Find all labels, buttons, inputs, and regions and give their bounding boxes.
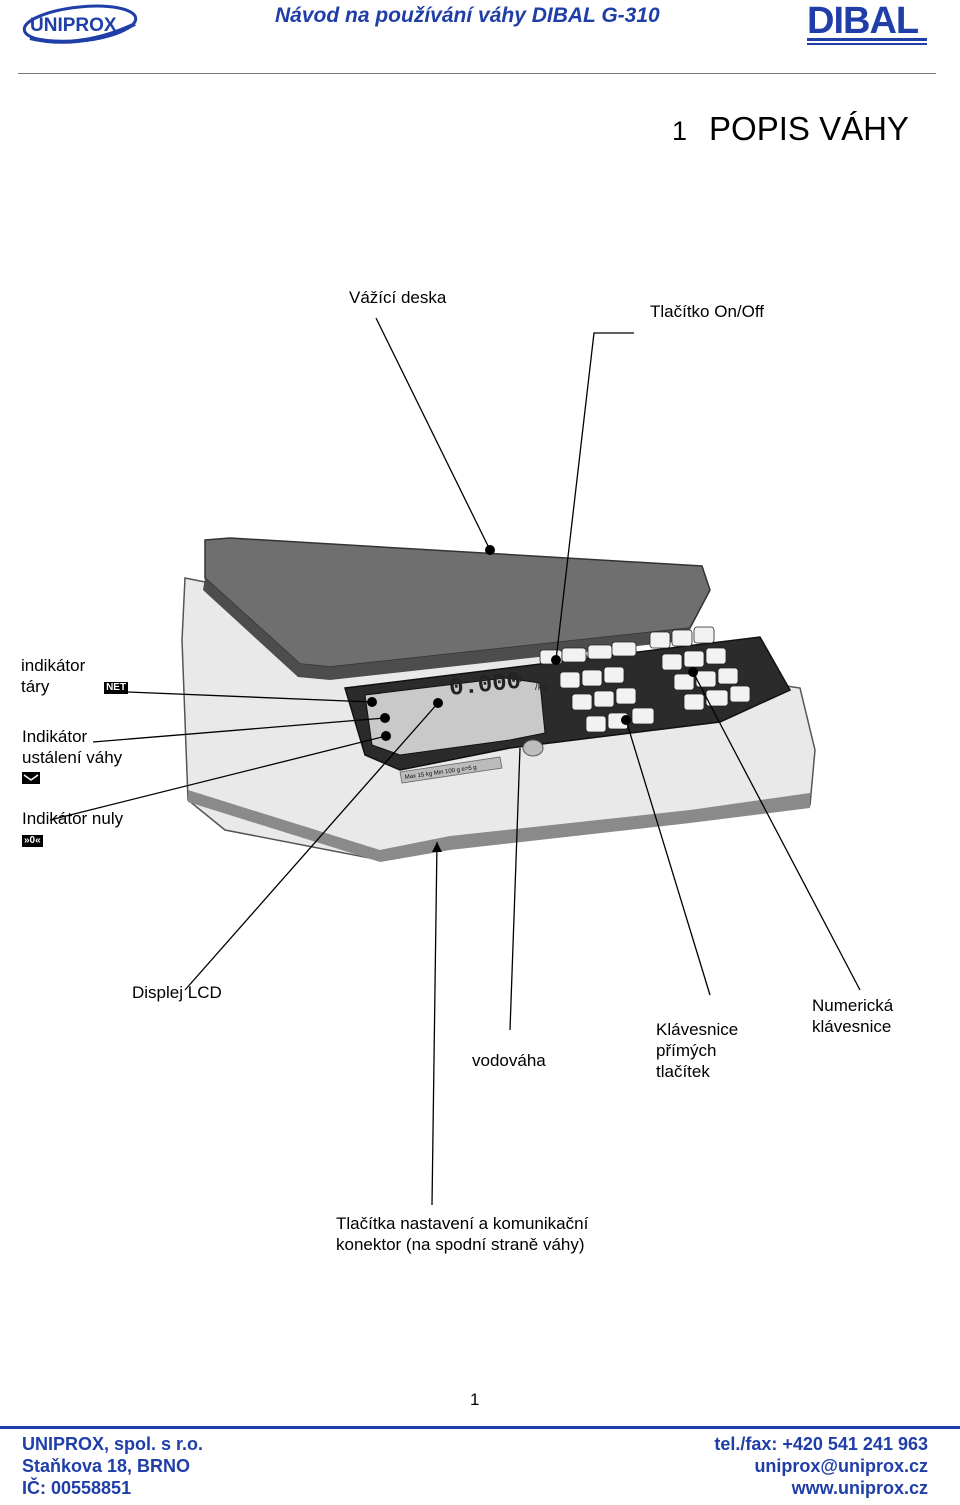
keypad [539,626,751,733]
label-lcd-display: Displej LCD [132,983,222,1002]
numeric-key-7 [649,631,671,649]
numeric-key-0 [683,693,705,711]
numeric-key-4 [661,653,683,671]
direct-key-4 [571,693,593,711]
numeric-key-6 [705,647,727,665]
label-direct-keys-line2: přímých [656,1041,717,1060]
leader-zero [49,735,387,821]
footer-phone: tel./fax: +420 541 241 963 [714,1434,928,1454]
zero-icon: »0« [22,834,43,847]
direct-key-9 [631,707,655,725]
label-direct-keys: Klávesnice přímých tlačítek [656,1019,738,1082]
dot-zero [381,731,391,741]
page-number: 1 [470,1390,480,1409]
label-stability-line2: ustálení váhy [22,748,123,767]
test-key [611,641,637,657]
stability-icon [22,772,40,784]
direct-key-3 [603,666,625,684]
plu-key [561,647,587,663]
label-spirit-level: vodováha [472,1051,546,1070]
leader-settings [431,841,438,1206]
section-number: 1 [672,116,688,146]
label-tare-line2: táry NET [21,676,129,697]
leader-direct-keys [625,719,711,996]
numeric-key-8 [671,629,693,647]
label-on-off-button: Tlačítko On/Off [650,302,765,321]
label-numeric-keys: Numerická klávesnice [812,995,893,1037]
label-numeric-keys-line1: Numerická [812,996,894,1015]
footer-left: UNIPROX, spol. s r.o. Staňkova 18, BRNO … [22,1433,203,1499]
leader-stability [92,717,386,743]
spirit-level-bubble [522,739,544,757]
label-tare-line1: indikátor [21,656,86,675]
label-weighing-plate: Vážící deska [349,288,447,307]
label-settings-connector: Tlačítka nastavení a komunikační konekto… [336,1213,588,1255]
numeric-key-5 [683,650,705,668]
leader-spirit-level [509,747,521,1031]
numeric-key-c [729,685,751,703]
document-title: Návod na používání váhy DIBAL G-310 [275,4,660,27]
direct-key-5 [593,690,615,708]
scale-base-shadow [188,790,810,862]
dot-direct-keys [621,715,631,725]
dot-weighing-plate [485,545,495,555]
label-stability-indicator: Indikátor ustálení váhy [22,726,122,789]
label-tare-text: táry [21,677,50,696]
numeric-key-9 [693,626,715,644]
header-rule [18,73,936,74]
label-numeric-keys-line2: klávesnice [812,1017,892,1036]
net-icon: NET [104,681,129,694]
footer-rule [0,1426,960,1429]
lcd-unit-per-kg: /kg [535,682,548,693]
leader-tare [127,691,373,703]
dot-numeric-keys [688,667,698,677]
label-direct-keys-line3: tlačítek [656,1062,710,1081]
leader-weighing-plate [375,317,491,551]
label-zero-text: Indikátor nuly [22,809,124,828]
lcd-unit-kg: kg [512,672,523,683]
numeric-key-1 [673,673,695,691]
label-stability-line1: Indikátor [22,727,88,746]
footer-ic: IČ: 00558851 [22,1478,132,1498]
numeric-key-3 [717,667,739,685]
label-zero-indicator: Indikátor nuly »0« [22,808,123,850]
footer-web[interactable]: www.uniprox.cz [791,1478,928,1498]
footer-right: tel./fax: +420 541 241 963 uniprox@unipr… [714,1433,928,1499]
rating-strip [399,756,503,784]
dot-tare [367,697,377,707]
arrow-settings [432,842,442,852]
leader-on-off [555,332,634,661]
leader-lcd [184,702,439,991]
direct-key-1 [559,671,581,689]
footer-company: UNIPROX, spol. s r.o. [22,1434,204,1454]
direct-key-2 [581,669,603,687]
footer-street: Staňkova 18, BRNO [22,1456,191,1476]
label-settings-line2: konektor (na spodní straně váhy) [336,1235,585,1254]
label-direct-keys-line1: Klávesnice [656,1020,739,1039]
direct-key-6 [615,687,637,705]
label-tare-indicator: indikátor táry NET [21,655,129,697]
section-heading: 1 POPIS VÁHY [672,110,909,148]
direct-key-7 [585,715,607,733]
label-settings-line1: Tlačítka nastavení a komunikační [336,1214,589,1233]
dibal-logo-text: DIBAL [807,0,919,42]
dot-on-off [551,655,561,665]
weighing-plate-edge [203,578,692,680]
section-title: POPIS VÁHY [709,110,909,147]
dibal-logo: DIBAL [807,0,927,45]
footer-email[interactable]: uniprox@uniprox.cz [754,1456,928,1476]
uniprox-logo-text: UNIPROX [30,15,117,36]
leader-numeric-keys [692,671,861,991]
dot-stability [380,713,390,723]
dot-lcd [433,698,443,708]
lcd-window [364,677,546,756]
uniprox-logo: UNIPROX [22,4,138,44]
